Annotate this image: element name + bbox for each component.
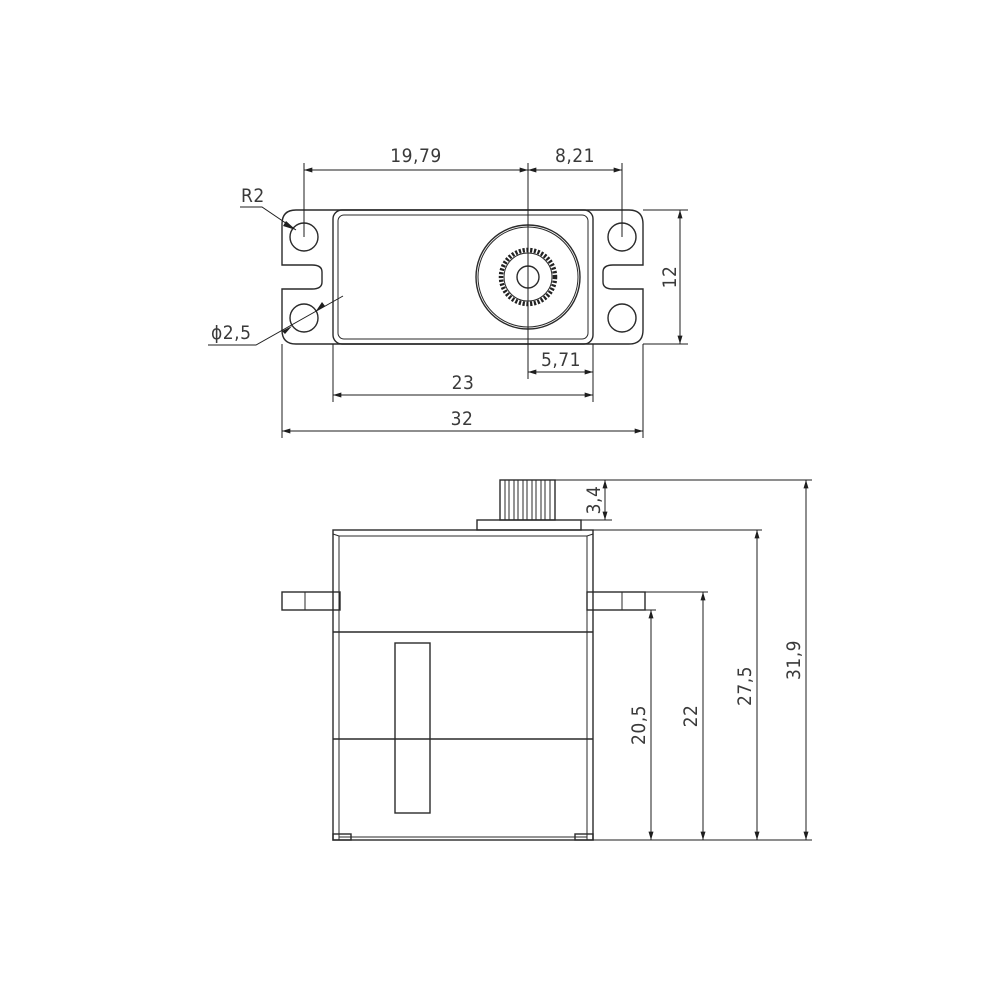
spline-teeth (504, 480, 551, 520)
dim-label-hole-diameter: ϕ2,5 (211, 322, 251, 344)
case-body (332, 529, 594, 841)
dim-label-5-71: 5,71 (541, 349, 581, 371)
dim-label-20-5: 20,5 (628, 705, 650, 745)
label-window (394, 642, 431, 814)
mount-hole-bottom-left (289, 303, 319, 333)
foot-right (574, 833, 594, 841)
dim-label-r2: R2 (241, 185, 265, 207)
dim-label-27-5: 27,5 (734, 666, 756, 706)
body-outline-inner (337, 214, 589, 340)
dim-label-32: 32 (451, 408, 474, 430)
front-view: 3,4 20,5 22 27,5 31,9 (281, 479, 812, 841)
output-boss (476, 519, 582, 531)
dim-label-23: 23 (452, 372, 475, 394)
body-outline-outer (332, 209, 594, 345)
flange-outline (281, 209, 644, 345)
top-view: 19,79 8,21 R2 ϕ2,5 12 5,71 23 32 (208, 145, 688, 438)
mount-hole-bottom-right (607, 303, 637, 333)
mount-ear-left (281, 591, 341, 611)
leader-r2 (240, 206, 297, 231)
leader-hole-diameter (208, 295, 344, 346)
mount-ear-right (586, 591, 646, 611)
dim-label-12: 12 (659, 266, 681, 289)
dim-label-22: 22 (680, 705, 702, 728)
dim-label-3-4: 3,4 (583, 486, 605, 515)
dim-label-19-79: 19,79 (390, 145, 441, 167)
foot-left (332, 833, 352, 841)
dim-label-8-21: 8,21 (555, 145, 595, 167)
dim-label-31-9: 31,9 (783, 640, 805, 680)
